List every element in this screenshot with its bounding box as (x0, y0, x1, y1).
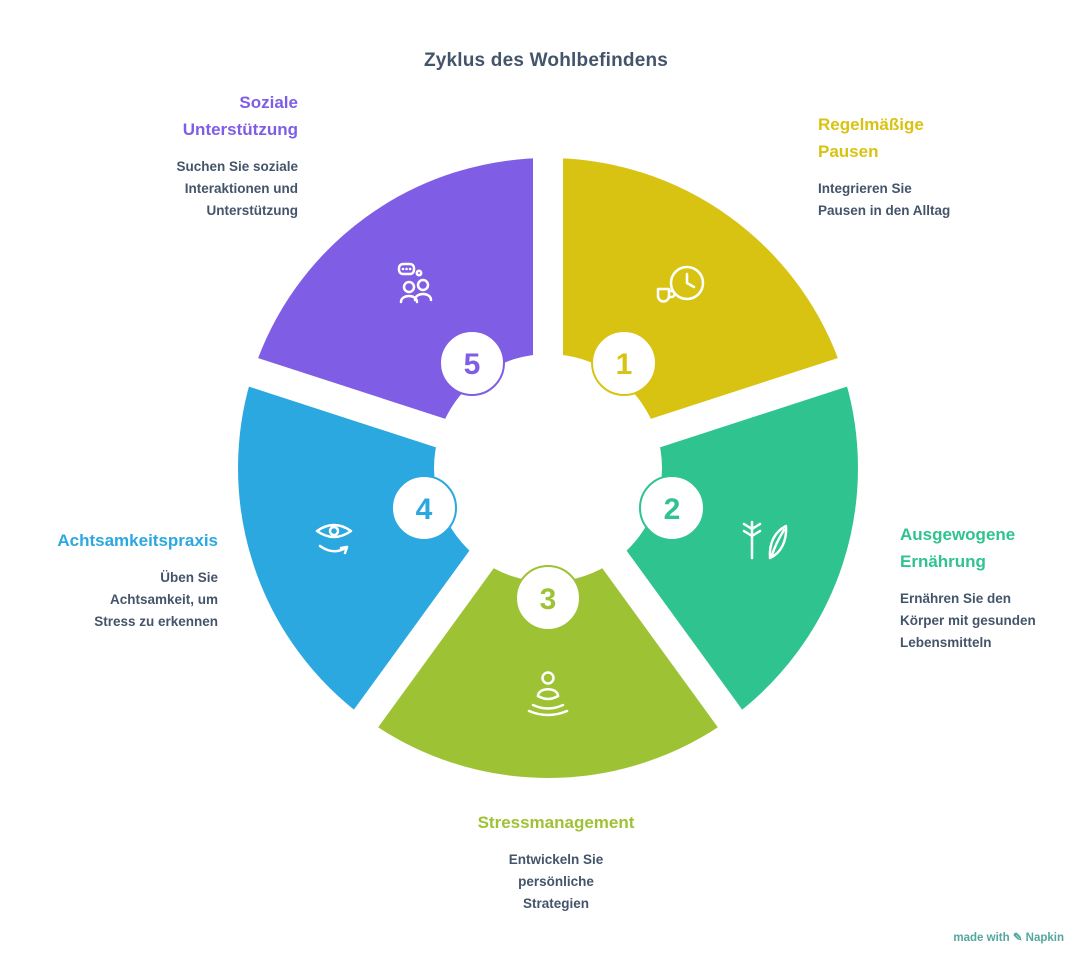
step-badge-3: 3 (515, 565, 581, 631)
label-stressmanagement: Stressmanagement Entwickeln Sie persönli… (396, 810, 716, 916)
nutrition-leaf-icon (742, 520, 788, 560)
mindfulness-eye-icon (315, 523, 353, 555)
person-shoulders (399, 294, 419, 304)
page-title: Zyklus des Wohlbefindens (423, 50, 669, 71)
clock-hands (685, 272, 696, 289)
person-head (416, 278, 430, 292)
segment-heading: Achtsamkeitspraxis (57, 531, 218, 550)
segment-description: Üben Sie Achtsamkeit, um Stress zu erken… (94, 569, 218, 630)
gap-line (229, 351, 553, 483)
coffee-break-clock-icon (656, 265, 705, 303)
person-head (541, 671, 555, 685)
segment-heading: Ausgewogene Ernährung (900, 525, 1016, 571)
wheat-grain (742, 522, 762, 531)
step-number: 4 (416, 493, 433, 526)
badge-circle (591, 330, 657, 396)
segment-description: Ernähren Sie den Körper mit gesunden Leb… (900, 590, 1036, 651)
eye-outline (315, 523, 353, 539)
mat-line (531, 703, 565, 710)
person-head (402, 280, 416, 294)
step-number: 5 (464, 348, 481, 381)
step-badge-2: 2 (639, 475, 705, 541)
small-bubble (415, 269, 423, 277)
gap-line (543, 351, 867, 483)
wheat-grain (742, 529, 762, 538)
segment-heading: Soziale Unterstützung (182, 93, 298, 139)
segment-gaps (229, 138, 867, 744)
eye-pupil (328, 525, 340, 537)
person-shoulders (413, 292, 433, 302)
clock-face (669, 265, 705, 301)
label-regelmaessige-pausen: Regelmäßige Pausen Integrieren Sie Pause… (818, 112, 1048, 222)
segment-heading: Regelmäßige Pausen (818, 115, 924, 161)
napkin-watermark: made with ✎ Napkin (953, 932, 1064, 944)
person-lap (536, 694, 560, 701)
label-ausgewogene-ernaehrung: Ausgewogene Ernährung Ernähren Sie den K… (900, 522, 1090, 655)
step-badge-4: 4 (391, 475, 457, 541)
badge-circle (515, 565, 581, 631)
cup-handle (667, 289, 676, 299)
step-number: 2 (664, 493, 681, 526)
segment-description: Entwickeln Sie persönliche Strategien (508, 851, 604, 912)
step-number: 1 (616, 348, 633, 381)
gap-line (535, 459, 755, 744)
social-support-people-icon (397, 262, 433, 304)
person-body (536, 688, 560, 698)
leaf-outline (768, 524, 788, 560)
step-number: 3 (540, 583, 557, 616)
label-achtsamkeitspraxis: Achtsamkeitspraxis Üben Sie Achtsamkeit,… (18, 528, 218, 634)
segment-description: Integrieren Sie Pausen in den Alltag (818, 180, 951, 218)
badge-circle (391, 475, 457, 541)
mat-line (527, 709, 569, 717)
segment-icons (315, 262, 788, 717)
leaf-vein (770, 528, 786, 557)
segment-description: Suchen Sie soziale Interaktionen und Unt… (176, 158, 298, 219)
segment-heading: Stressmanagement (477, 813, 635, 832)
meditation-person-icon (527, 671, 569, 717)
speech-bubble (397, 262, 416, 276)
label-soziale-unterstuetzung: Soziale Unterstützung Suchen Sie soziale… (90, 90, 298, 223)
badge-circle (439, 330, 505, 396)
badge-circle (639, 475, 705, 541)
gap-line (341, 459, 561, 744)
step-badge-1: 1 (591, 330, 657, 396)
cycle-arrowhead (339, 545, 349, 555)
step-badge-5: 5 (439, 330, 505, 396)
